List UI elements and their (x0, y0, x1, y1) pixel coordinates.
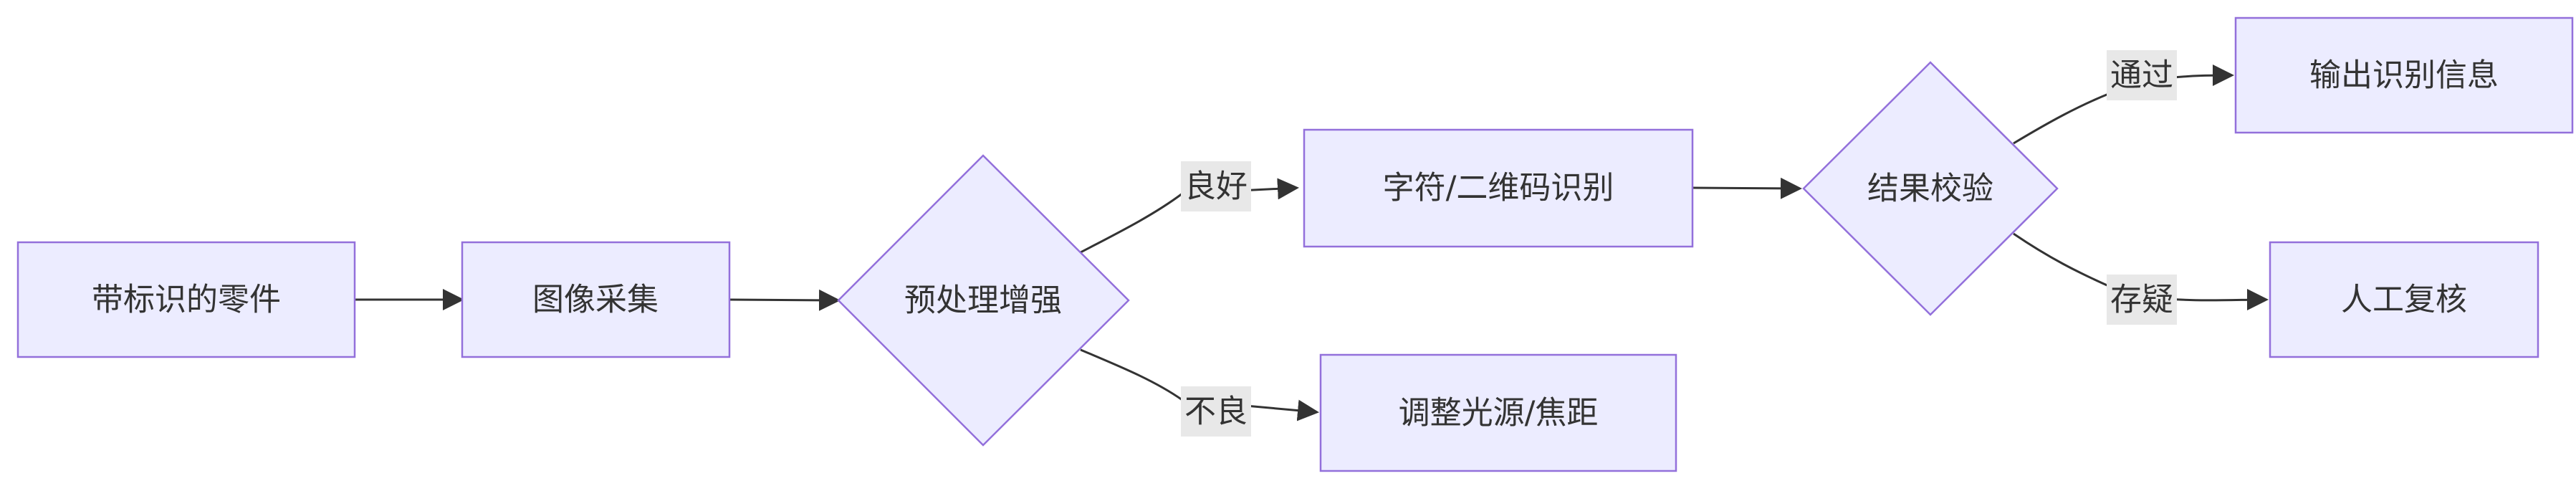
node-adjust-label: 调整光源/焦距 (1399, 395, 1599, 432)
node-output: 输出识别信息 (2234, 16, 2574, 134)
edge-label-doubt-text: 存疑 (2110, 282, 2173, 318)
node-review-label: 人工复核 (2341, 282, 2467, 318)
edge-preprocess-to-recognize (1080, 178, 1299, 254)
node-adjust: 调整光源/焦距 (1319, 353, 1677, 472)
node-capture-label: 图像采集 (532, 282, 659, 318)
edge-label-bad-text: 不良 (1184, 394, 1248, 430)
edge-label-pass: 通过 (2107, 50, 2177, 100)
edge-recognize-to-verify (1692, 177, 1802, 199)
node-part-label: 带标识的零件 (92, 282, 281, 318)
node-recognize: 字符/二维码识别 (1303, 128, 1694, 248)
node-output-label: 输出识别信息 (2309, 57, 2499, 94)
edge-label-good: 良好 (1181, 161, 1251, 211)
node-capture: 图像采集 (461, 241, 731, 358)
node-verify-label: 结果校验 (1867, 171, 1993, 207)
edge-label-bad: 不良 (1181, 386, 1251, 437)
node-recognize-label: 字符/二维码识别 (1383, 170, 1614, 206)
node-preprocess-label: 预处理增强 (904, 282, 1062, 319)
edge-label-pass-text: 通过 (2110, 57, 2173, 94)
edge-label-good-text: 良好 (1184, 168, 1248, 205)
node-review: 人工复核 (2269, 241, 2539, 358)
edge-label-doubt: 存疑 (2107, 275, 2177, 325)
edge-preprocess-to-adjust (1080, 348, 1319, 421)
node-part: 带标识的零件 (16, 241, 356, 358)
node-verify: 结果校验 (1802, 61, 2059, 316)
node-preprocess: 预处理增强 (837, 154, 1130, 447)
